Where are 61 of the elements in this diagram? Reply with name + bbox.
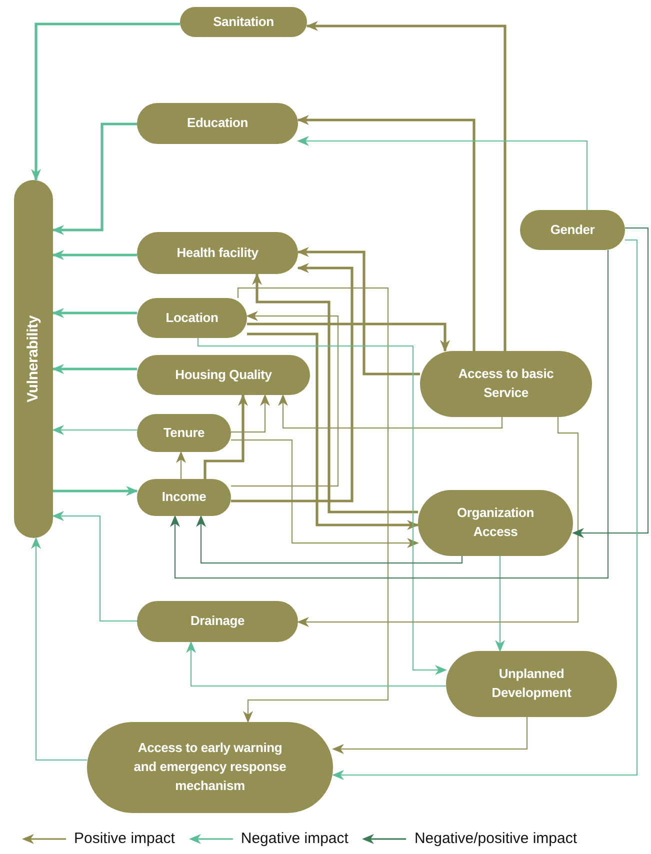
rounded-node (137, 355, 310, 395)
node-label: Housing Quality (175, 366, 272, 384)
node-label: Tenure (163, 424, 205, 442)
rounded-node (137, 601, 298, 642)
rounded-node (418, 490, 573, 556)
arrow (297, 115, 476, 351)
arrow (495, 556, 505, 652)
node-label: Health facility (176, 244, 258, 262)
arrow (52, 364, 137, 374)
legend-label: Negative/positive impact (414, 830, 578, 847)
rounded-node (180, 7, 307, 37)
arrow (53, 486, 138, 496)
node-label: Access to early warning and emergency response mechanism (132, 739, 288, 795)
arrow (186, 641, 446, 686)
node-label: Unplanned Development (490, 665, 572, 702)
arrow (176, 451, 186, 480)
arrow (238, 288, 388, 723)
arrow (230, 394, 270, 432)
arrow (231, 263, 354, 502)
legend-label: Negative impact (240, 830, 348, 847)
rounded-node (137, 479, 231, 516)
arrow (52, 122, 137, 235)
arrow (247, 332, 419, 530)
arrow (278, 394, 502, 428)
arrow (247, 322, 450, 352)
arrow (306, 21, 506, 351)
arrow (332, 240, 638, 780)
rounded-node (137, 298, 247, 338)
arrow (170, 250, 608, 578)
arrow (52, 511, 138, 622)
rounded-node (137, 414, 231, 452)
node-label: Education (186, 114, 248, 132)
arrow (572, 228, 648, 538)
rounded-node (14, 180, 53, 538)
node-label: Income (162, 488, 206, 506)
arrow (52, 250, 137, 260)
arrow (52, 425, 138, 435)
arrow (297, 136, 588, 210)
arrow (31, 22, 180, 181)
node-label: Sanitation (213, 12, 274, 31)
rounded-node (520, 210, 625, 250)
arrow (297, 247, 420, 376)
rounded-node (137, 232, 298, 274)
arrow (252, 273, 418, 514)
node-label: Location (166, 308, 218, 327)
legend-label: Positive impact (74, 830, 175, 847)
rounded-node (137, 103, 298, 144)
node-label: Gender (550, 220, 595, 239)
arrow (198, 338, 447, 675)
arrow (297, 416, 578, 627)
arrow (31, 537, 88, 760)
arrow (196, 515, 462, 564)
node-label: Access to basic Service (457, 365, 555, 402)
node-label: Organization Access (456, 504, 536, 541)
arrow (52, 308, 137, 318)
arrow (332, 716, 528, 754)
arrow (204, 394, 248, 479)
arrow (230, 440, 419, 548)
node-label: Vulnerability (24, 316, 43, 402)
arrow (230, 311, 338, 486)
node-label: Drainage (190, 612, 245, 630)
